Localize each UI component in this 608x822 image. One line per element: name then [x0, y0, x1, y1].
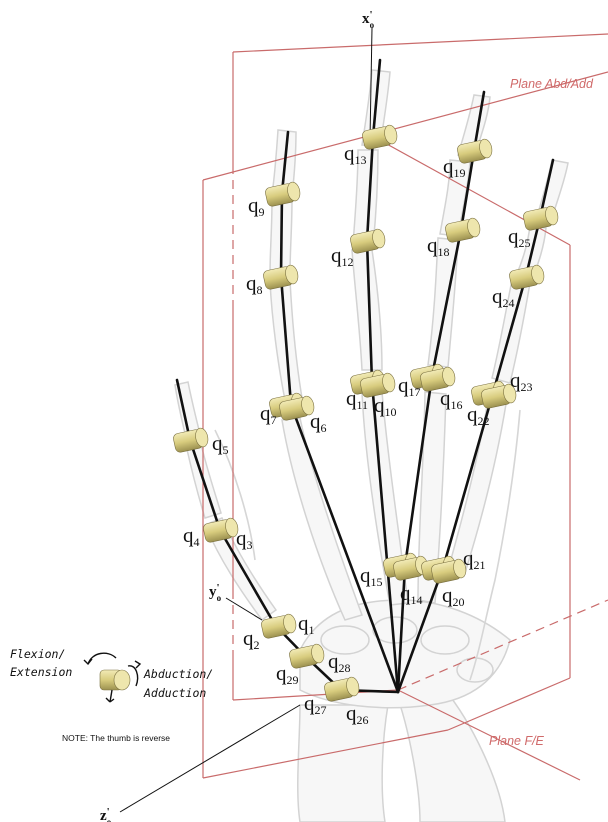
label-q12: q12	[331, 243, 354, 269]
label-q9: q9	[248, 193, 265, 219]
plane-abd-add-label: Plane Abd/Add	[510, 77, 594, 91]
legend-joint-icon	[83, 652, 142, 703]
joint-cylinder-q6-2	[279, 395, 315, 421]
x-axis-line	[369, 27, 373, 141]
label-q4: q4	[183, 523, 200, 549]
joint-cylinder-q20-2	[431, 558, 467, 584]
label-q20: q20	[442, 583, 465, 609]
label-q6: q6	[310, 409, 327, 435]
joint-cylinder-q25	[523, 205, 559, 231]
joint-cylinder-q10-2	[360, 372, 396, 398]
x-axis-label: x'o	[362, 9, 375, 30]
label-q23: q23	[510, 368, 533, 394]
joint-cylinder-q16-2	[420, 366, 456, 392]
joint-cylinder-q8	[263, 264, 299, 290]
joint-cylinder-q9	[265, 181, 301, 207]
z-axis-label: z'o	[100, 806, 112, 822]
legend-adduction: Adduction	[143, 686, 206, 700]
joint-cylinder-q3	[203, 517, 239, 543]
legend-abduction: Abduction/	[143, 667, 213, 681]
z-axis-line	[119, 704, 301, 813]
joint-cylinder-q28	[289, 643, 325, 669]
y-axis-label: y'o	[209, 582, 222, 603]
joint-cylinder-q18	[445, 217, 481, 243]
joint-cylinder-q13	[362, 124, 398, 150]
label-q5: q5	[212, 431, 229, 457]
label-q16: q16	[440, 386, 463, 412]
legend-flexion: Flexion/	[10, 647, 65, 661]
label-q18: q18	[427, 233, 450, 259]
label-q15: q15	[360, 563, 383, 589]
plane-fe-label: Plane F/E	[489, 734, 545, 748]
label-q21: q21	[463, 546, 486, 572]
joint-cylinders	[173, 124, 559, 702]
joint-cylinder-q5	[173, 427, 209, 453]
legend-extension: Extension	[10, 665, 72, 679]
hand-skeleton-drawing	[174, 69, 569, 822]
label-q8: q8	[246, 271, 263, 297]
label-q10: q10	[374, 393, 397, 419]
rotation-legend: Flexion/ Extension Abduction/ Adduction	[10, 647, 213, 703]
joint-cylinder-q26	[324, 676, 360, 702]
joint-cylinder-q22-2	[481, 383, 517, 409]
joint-cylinder-q19	[457, 138, 493, 164]
thumb-note: NOTE: The thumb is reverse	[62, 733, 170, 743]
label-q1: q1	[298, 611, 315, 637]
joint-cylinder-q1	[261, 613, 297, 639]
joint-cylinder-q24	[509, 264, 545, 290]
joint-cylinder-q12	[350, 228, 386, 254]
label-q2: q2	[243, 626, 260, 652]
y-axis-line	[225, 597, 263, 621]
